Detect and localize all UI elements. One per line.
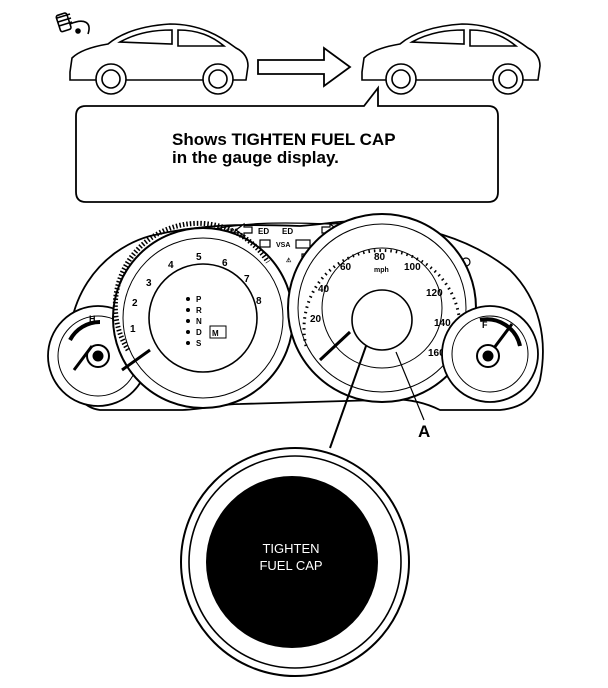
temp-hot-label: H [89,314,96,324]
svg-text:S: S [196,339,202,348]
fuel-full-label: F [482,320,488,330]
svg-text:VSA: VSA [276,242,290,249]
svg-text:160: 160 [428,348,445,359]
leader-line-display [329,345,367,449]
fuel-cap-icon [55,12,90,35]
tachometer-numbers: 1 2 3 4 5 6 7 8 [130,252,262,335]
gear-indicator: P R N D S M [186,295,227,348]
leader-line-a [395,351,425,421]
svg-text:1: 1 [130,324,136,335]
label-a: A [418,422,431,441]
svg-text:80: 80 [374,252,386,263]
tachometer [112,220,294,409]
svg-text:6: 6 [222,258,228,269]
speedometer-numbers: 20 40 60 80 100 120 140 160 mph [310,252,451,359]
car-icon-right [361,23,541,95]
svg-text:20: 20 [310,314,322,325]
svg-text:100: 100 [404,262,421,273]
svg-text:D: D [196,328,202,337]
svg-text:N: N [196,317,202,326]
svg-text:3: 3 [146,278,152,289]
callout-text: Shows TIGHTEN FUEL CAP in the gauge disp… [172,131,472,167]
svg-text:140: 140 [434,318,451,329]
svg-text:M: M [212,329,219,338]
svg-text:60: 60 [340,262,352,273]
svg-text:8: 8 [256,296,262,307]
svg-text:4: 4 [168,260,174,271]
display-screen [206,476,378,648]
svg-text:mph: mph [374,267,389,274]
svg-text:R: R [196,306,202,315]
gauge-display-window [351,289,413,351]
svg-text:ED: ED [258,227,269,236]
display-line-1: TIGHTEN [262,541,320,556]
callout-box [75,85,499,203]
svg-text:5: 5 [196,252,202,263]
car-icon [69,23,249,95]
fuel-gauge [441,305,539,403]
display-message: TIGHTEN FUEL CAP [236,540,346,574]
svg-text:ED: ED [282,227,293,236]
arrow-right-icon [257,46,352,88]
svg-text:P: P [196,295,202,304]
svg-text:40: 40 [318,284,330,295]
callout-line-1: Shows TIGHTEN FUEL CAP [172,130,396,149]
svg-text:7: 7 [244,274,250,285]
svg-text:⚠: ⚠ [286,257,292,264]
display-line-2: FUEL CAP [259,558,323,573]
turn-left-icon [235,222,253,238]
callout-line-2: in the gauge display. [172,148,339,167]
svg-text:120: 120 [426,288,443,299]
svg-text:2: 2 [132,298,138,309]
